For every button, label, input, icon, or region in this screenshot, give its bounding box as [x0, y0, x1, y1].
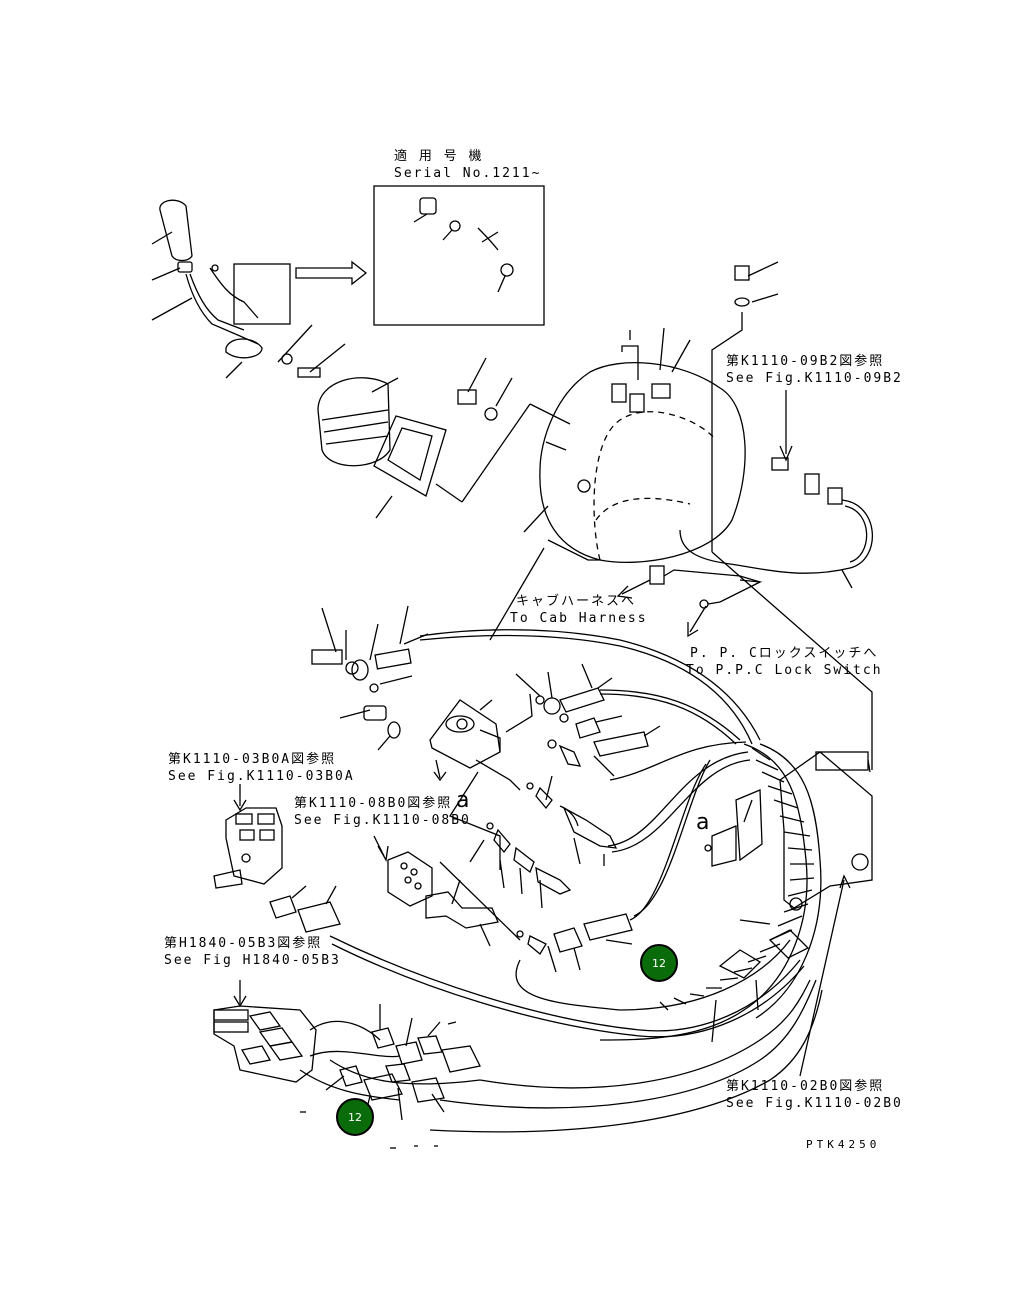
fittings-bottom [300, 1004, 481, 1149]
fittings-mid [439, 775, 633, 973]
ref-k1110-03b0a-jp: 第K1110-03B0A図参照 [168, 752, 337, 767]
valve-block-right [704, 751, 873, 1077]
valve-bank [213, 980, 317, 1083]
lever-bolt [277, 324, 346, 378]
cab-harness-en: To Cab Harness [510, 611, 648, 626]
ref-k1110-02b0[interactable]: 第K1110-02B0図参照 See Fig.K1110-02B0 [726, 1078, 903, 1112]
cab-harness-jp: キャブハーネスへ [516, 594, 637, 609]
solenoid-valve [213, 784, 283, 889]
fittings-upper-left [311, 605, 429, 751]
hoses [299, 629, 823, 1133]
fittings-left-hose [269, 885, 341, 933]
ref-k1110-09b2-jp: 第K1110-09B2図参照 [726, 354, 885, 369]
lever-detail-box [233, 263, 291, 325]
control-console [489, 327, 746, 641]
fittings-ppc [515, 663, 661, 777]
part-callout-12[interactable]: 12 [336, 1098, 374, 1136]
inset-arrow [295, 260, 368, 286]
ref-k1110-08b0[interactable]: 第K1110-08B0図参照 See Fig.K1110-08B0 [294, 795, 471, 829]
ref-k1110-02b0-jp: 第K1110-02B0図参照 [726, 1079, 885, 1094]
harness-connector-right [649, 390, 873, 770]
ppc-lock-label: P. P. Cロックスイッチへ To P.P.C Lock Switch [686, 645, 883, 679]
serial-detail-inset [373, 185, 545, 326]
ref-h1840-05b3[interactable]: 第H1840-05B3図参照 See Fig H1840-05B3 [164, 935, 341, 969]
cab-harness-label: キャブハーネスへ To Cab Harness [510, 593, 648, 627]
reference-mark-a-left: a [456, 788, 470, 813]
reference-mark-a-right: a [696, 810, 710, 835]
control-lever [151, 199, 263, 379]
ppc-valve [429, 693, 533, 870]
ref-k1110-09b2-en: See Fig.K1110-09B2 [726, 371, 903, 386]
lever-boot [317, 377, 447, 519]
drawing-number: PTK4250 [806, 1138, 881, 1151]
serial-label-en: Serial No.1211~ [394, 166, 542, 181]
console-bolt [711, 261, 779, 552]
serial-label: 適 用 号 機 Serial No.1211~ [394, 148, 541, 182]
connector-block [373, 835, 499, 947]
ppc-lock-en: To P.P.C Lock Switch [686, 663, 883, 678]
ref-k1110-03b0a[interactable]: 第K1110-03B0A図参照 See Fig.K1110-03B0A [168, 751, 355, 785]
ref-k1110-03b0a-en: See Fig.K1110-03B0A [168, 769, 355, 784]
ref-h1840-05b3-en: See Fig H1840-05B3 [164, 953, 341, 968]
ref-k1110-08b0-en: See Fig.K1110-08B0 [294, 813, 471, 828]
ref-h1840-05b3-jp: 第H1840-05B3図参照 [164, 936, 323, 951]
ref-k1110-08b0-jp: 第K1110-08B0図参照 [294, 796, 453, 811]
ref-k1110-09b2[interactable]: 第K1110-09B2図参照 See Fig.K1110-09B2 [726, 353, 903, 387]
harness-arrows [616, 579, 707, 638]
spiral-wrap [659, 747, 815, 1043]
ppc-lock-jp: P. P. Cロックスイッチへ [690, 646, 879, 661]
part-callout-12[interactable]: 12 [640, 944, 678, 982]
leader-lines [435, 357, 571, 503]
ref-k1110-02b0-en: See Fig.K1110-02B0 [726, 1096, 903, 1111]
serial-label-jp: 適 用 号 機 [394, 149, 484, 164]
